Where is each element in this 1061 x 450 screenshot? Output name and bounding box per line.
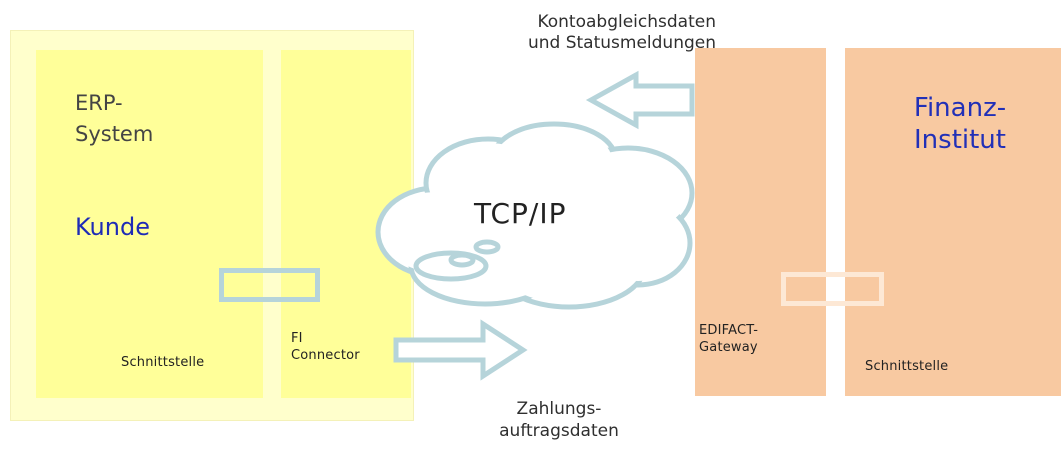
tcpip-label: TCP/IP <box>474 197 567 230</box>
bank-interface-label: Schnittstelle <box>865 359 949 374</box>
outgoing-arrow-icon <box>393 319 528 381</box>
incoming-arrow-icon <box>585 70 695 130</box>
fi-connector-label: FI Connector <box>291 331 360 363</box>
edifact-gateway-panel <box>695 48 826 396</box>
incoming-flow-label: Kontoabgleichsdaten und Statusmeldungen <box>527 12 716 53</box>
edifact-gateway-label: EDIFACT- Gateway <box>699 323 759 355</box>
network-cloud-icon <box>375 121 695 310</box>
erp-system-panel <box>36 50 263 398</box>
customer-label: Kunde <box>75 213 150 241</box>
financial-institution-panel <box>845 48 1061 396</box>
customer-interface-box <box>219 268 320 302</box>
bank-interface-box <box>781 272 884 306</box>
financial-institution-label: Finanz- Institut <box>913 93 1007 155</box>
erp-system-label: ERP- System <box>75 91 154 146</box>
outgoing-flow-label: Zahlungs- auftragsdaten <box>499 399 619 441</box>
customer-interface-label: Schnittstelle <box>121 355 205 370</box>
